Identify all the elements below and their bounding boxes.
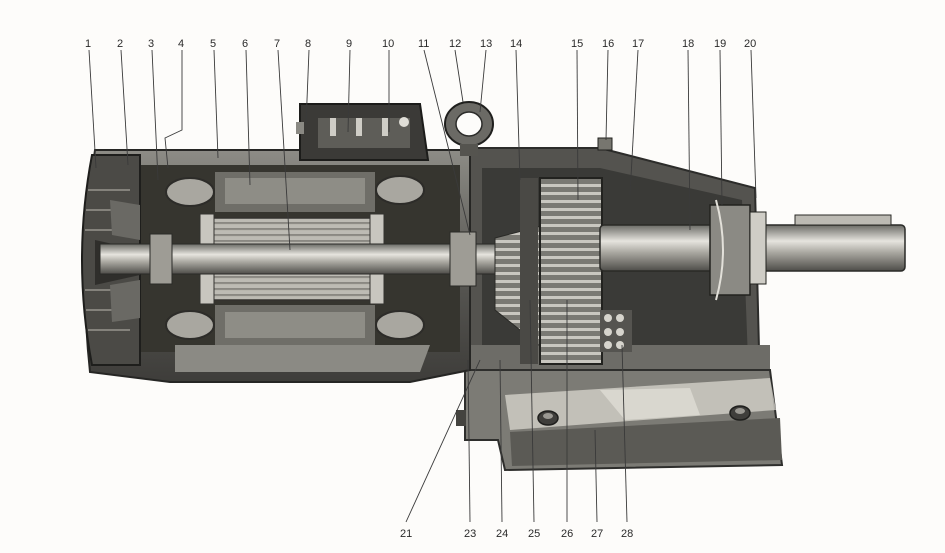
leader-lines — [88, 49, 757, 523]
callout-label: 25 — [528, 528, 540, 540]
lifting-eye — [444, 101, 494, 156]
callout-label: 10 — [382, 38, 394, 50]
callout-label: 18 — [682, 38, 694, 50]
callout-label: 14 — [510, 38, 522, 50]
callout-label: 1 — [85, 38, 91, 50]
bearing — [149, 231, 477, 287]
callout-label: 20 — [744, 38, 756, 50]
roller-bearing — [600, 310, 632, 352]
winding-end — [165, 175, 425, 340]
callout-label: 19 — [714, 38, 726, 50]
callout-label: 28 — [621, 528, 633, 540]
callout-label: 23 — [464, 528, 476, 540]
vent-plug — [597, 137, 613, 151]
mounting-foot — [464, 369, 784, 472]
foot-bolt — [537, 410, 559, 426]
drain-plug — [456, 410, 466, 426]
callout-label: 24 — [496, 528, 508, 540]
gear-wheel — [520, 177, 603, 365]
callout-label: 26 — [561, 528, 573, 540]
stator-core-bottom — [215, 305, 375, 345]
callout-label: 7 — [274, 38, 280, 50]
callout-label: 8 — [305, 38, 311, 50]
oil-seal — [749, 211, 767, 285]
callout-label: 6 — [242, 38, 248, 50]
callout-label: 27 — [591, 528, 603, 540]
callout-label: 4 — [178, 38, 184, 50]
callout-label: 21 — [400, 528, 412, 540]
stator-core-top — [215, 172, 375, 212]
callout-label: 13 — [480, 38, 492, 50]
foot-bolt — [729, 405, 751, 421]
callout-label: 11 — [418, 38, 429, 50]
callout-label: 5 — [210, 38, 216, 50]
callout-label: 3 — [148, 38, 154, 50]
callout-label: 17 — [632, 38, 644, 50]
callout-label: 16 — [602, 38, 614, 50]
terminal-box — [296, 103, 430, 161]
callout-label: 9 — [346, 38, 352, 50]
callout-numbers-bottom: 21 23 24 25 26 27 28 — [400, 528, 633, 540]
callout-label: 12 — [449, 38, 461, 50]
callout-label: 2 — [117, 38, 123, 50]
callout-numbers-top: 1 2 3 4 5 6 7 8 9 10 11 12 13 14 15 16 1… — [85, 38, 756, 50]
callout-label: 15 — [571, 38, 583, 50]
output-bearing — [709, 199, 751, 301]
